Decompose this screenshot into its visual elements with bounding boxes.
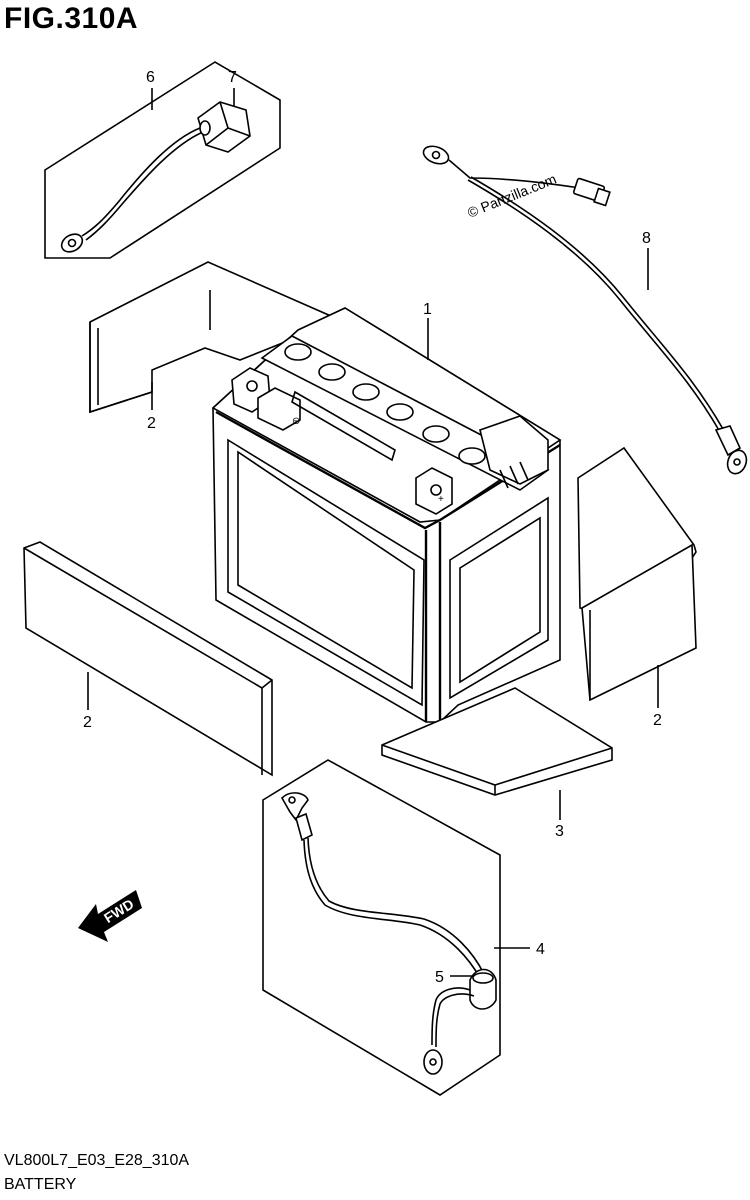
panel-parts-4-5 — [262, 759, 501, 1096]
callout-8: 8 — [642, 230, 651, 247]
pad-part-2-left — [23, 541, 273, 777]
callout-7: 7 — [228, 69, 237, 86]
battery-part-1: + ⊖ — [211, 307, 562, 723]
svg-text:+: + — [438, 494, 444, 505]
leader-lines — [87, 88, 659, 977]
callout-3: 3 — [555, 823, 564, 840]
fwd-arrow-icon: FWD — [78, 890, 142, 942]
callout-2-top: 2 — [147, 415, 156, 432]
panel-parts-6-7 — [44, 61, 281, 259]
lead-wire-part-8 — [422, 145, 748, 475]
figure-title: FIG.310A — [4, 2, 139, 35]
lead-wire-part-6 — [60, 127, 204, 253]
svg-text:⊖: ⊖ — [292, 416, 300, 427]
callout-4: 4 — [536, 941, 545, 958]
pad-part-2-right — [577, 446, 697, 702]
pad-part-2-top — [89, 261, 343, 414]
callout-2-left: 2 — [83, 714, 92, 731]
figure-name: BATTERY — [4, 1176, 77, 1193]
callout-2-right: 2 — [653, 712, 662, 729]
pad-part-3 — [381, 687, 613, 796]
rubber-cap-part-7 — [197, 101, 251, 153]
callout-1: 1 — [423, 301, 432, 318]
callout-5: 5 — [435, 969, 444, 986]
lead-wire-part-4 — [281, 792, 497, 1075]
figure-code: VL800L7_E03_E28_310A — [4, 1152, 190, 1169]
callout-6: 6 — [146, 69, 155, 86]
